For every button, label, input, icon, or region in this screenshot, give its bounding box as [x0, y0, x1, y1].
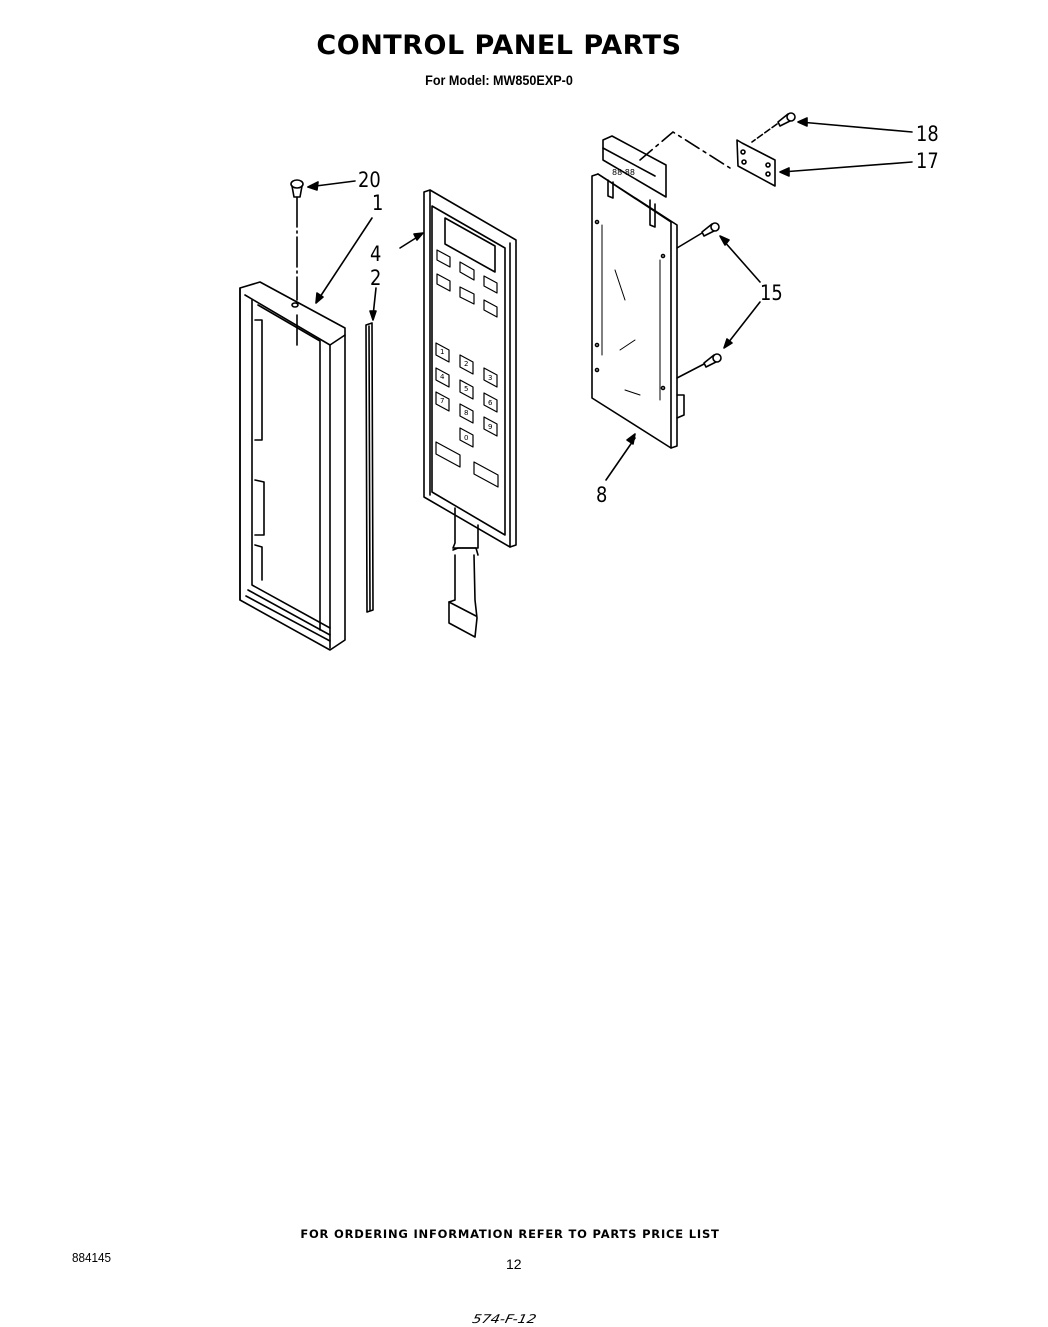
frame-icon: [239, 217, 373, 651]
svg-text:5: 5: [464, 385, 468, 393]
svg-text:3: 3: [488, 374, 492, 382]
control-board-icon: 88 88: [591, 135, 685, 481]
model-subtitle: For Model: MW850EXP-0: [425, 72, 573, 88]
function-keys: [436, 249, 498, 318]
svg-text:88 88: 88 88: [612, 168, 635, 177]
callout-18: 18: [916, 122, 939, 146]
svg-text:7: 7: [440, 397, 444, 405]
page-number: 12: [506, 1256, 522, 1272]
svg-text:0: 0: [464, 434, 468, 442]
bracket-screw-icon: [751, 112, 913, 143]
svg-text:8: 8: [464, 409, 468, 417]
handwritten-note: 574-F-12: [471, 1312, 538, 1326]
frame-screw-icon: [290, 179, 356, 301]
callout-4: 4: [370, 242, 382, 266]
ordering-info-note: FOR ORDERING INFORMATION REFER TO PARTS …: [300, 1227, 720, 1241]
callout-15: 15: [760, 281, 783, 305]
keypad-membrane-icon: 1 2 3 4 5 6 7 8 9 0: [399, 189, 517, 638]
callout-8: 8: [596, 483, 608, 507]
svg-text:4: 4: [440, 373, 445, 381]
callout-1: 1: [372, 191, 384, 215]
callout-17: 17: [916, 149, 939, 173]
trim-strip-icon: [365, 287, 377, 613]
svg-text:9: 9: [488, 423, 492, 431]
svg-text:2: 2: [464, 360, 468, 368]
page-title: CONTROL PANEL PARTS: [316, 30, 682, 61]
numeric-keys: [435, 342, 499, 488]
svg-text:6: 6: [488, 399, 493, 407]
bracket-icon: [639, 131, 913, 187]
callout-20: 20: [358, 168, 381, 192]
keypad-key-labels: 1 2 3 4 5 6 7 8 9 0: [440, 348, 493, 442]
callout-2: 2: [370, 266, 382, 290]
document-number: 884145: [72, 1250, 112, 1265]
board-screws-icon: [676, 222, 761, 379]
svg-text:1: 1: [440, 348, 444, 356]
